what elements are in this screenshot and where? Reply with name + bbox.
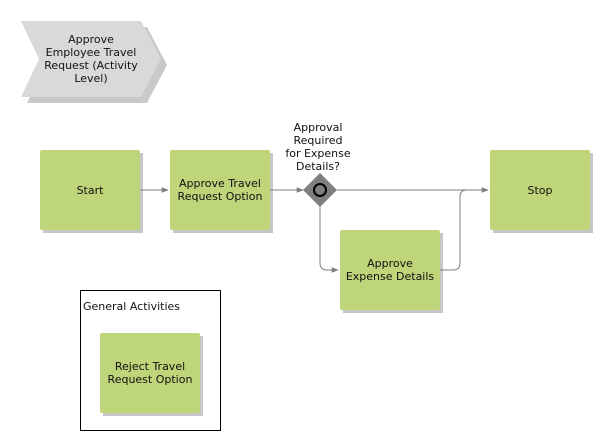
approve-expense-box [340,230,440,310]
reject-travel-activity[interactable] [100,333,203,416]
connectors [140,187,489,273]
reject-travel-label: Reject Travel Request Option [107,360,193,386]
process-title: Approve Employee Travel Request (Activit… [44,33,138,85]
approve-travel-label: Approve Travel Request Option [177,177,263,203]
gateway-question-label: Approval Required for Expense Details? [285,121,351,173]
general-activities-group [80,290,221,431]
start-node[interactable] [40,150,143,233]
approve-expense-activity[interactable] [340,230,443,313]
start-label: Start [76,183,104,197]
approve-travel-box [170,150,270,230]
connector-gateway-to-expense [319,207,339,273]
connector-expense-to-stop [440,189,468,271]
stop-node[interactable] [490,150,593,233]
approve-travel-activity[interactable] [170,150,273,233]
stop-label: Stop [527,183,553,197]
gateway-inner-circle [313,183,327,197]
stop-box [490,150,590,230]
chevron-shape [21,21,161,97]
approve-expense-label: Approve Expense Details [345,257,435,283]
reject-travel-box [100,333,200,413]
decision-gateway[interactable] [303,173,337,207]
general-activities-title: General Activities [83,300,181,313]
start-box [40,150,140,230]
process-title-chevron [21,21,167,103]
